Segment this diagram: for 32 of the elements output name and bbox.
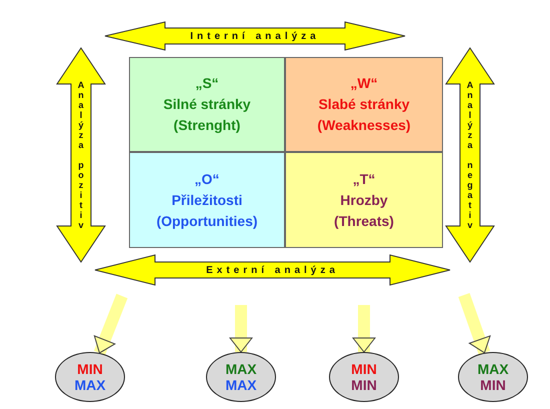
arrow [458, 293, 491, 355]
quadrant-letter: „T“ [352, 170, 376, 188]
strategy-label: MIN [480, 377, 506, 393]
axis-label: Externí analýza [205, 264, 340, 277]
strategy-label: MAX [225, 377, 257, 393]
matrix-quadrant [129, 57, 285, 152]
axis-label: Interní analýza [189, 30, 321, 43]
quadrant-label: Hrozby [340, 190, 388, 210]
axis-label: Analýza pozitiv [75, 79, 87, 232]
strategy-label: MAX [74, 377, 106, 393]
strategy-label: MIN [77, 361, 103, 377]
strategy-label: MIN [351, 377, 377, 393]
quadrant-label: (Threats) [334, 212, 394, 231]
matrix-quadrant [129, 152, 285, 248]
strategy-label: MIN [351, 361, 377, 377]
quadrant-label: Silné stránky [163, 95, 251, 114]
quadrant-label: Slabé stránky [318, 95, 410, 114]
axis-label: Analýza negativ [464, 79, 476, 232]
arrow [352, 305, 376, 352]
strategy-label: MAX [225, 361, 257, 377]
arrow [94, 294, 128, 356]
quadrant-label: (Weaknesses) [317, 116, 411, 135]
quadrant-letter: „W“ [350, 74, 378, 93]
quadrant-letter: „O“ [194, 170, 220, 188]
quadrant-label: (Opportunities) [156, 212, 258, 231]
quadrant-letter: „S“ [195, 74, 219, 93]
quadrant-label: (Strenght) [174, 116, 240, 135]
matrix-quadrant [285, 57, 443, 152]
matrix-quadrant [285, 152, 443, 248]
strategy-label: MAX [477, 361, 509, 377]
arrow [230, 305, 252, 352]
quadrant-label: Přiležitosti [172, 190, 242, 210]
